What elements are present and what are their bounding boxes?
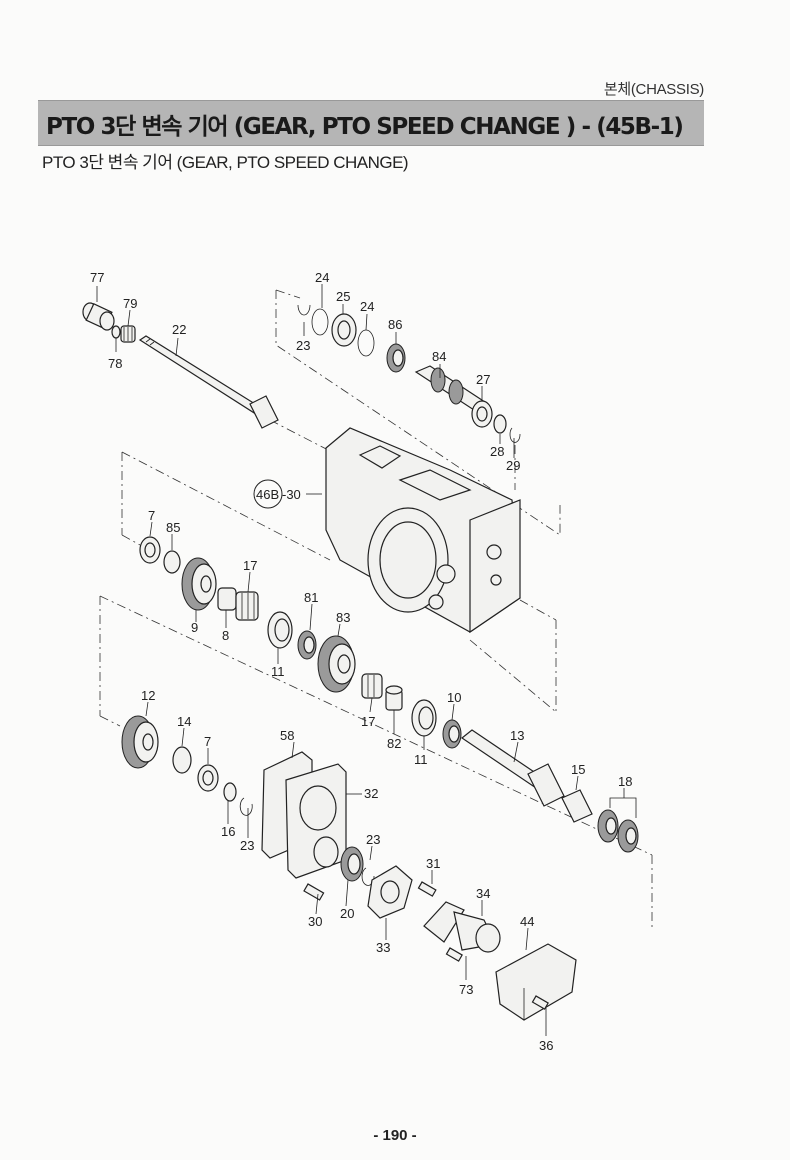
part-9-gear [181,557,217,611]
part-44-guard [495,943,577,1021]
part-79-needle-bearing [120,325,136,343]
part-85-washer [163,550,181,574]
part-17-needle-bearing-b [361,673,383,699]
callout-29: 29 [506,458,520,473]
callout-17-a: 17 [243,558,257,573]
part-73-bolt [445,947,463,962]
callout-83: 83 [336,610,350,625]
part-32-cover [285,763,347,879]
callout-81: 81 [304,590,318,605]
part-13-output-shaft [460,729,565,807]
callout-20: 20 [340,906,354,921]
part-33-plate [367,865,413,919]
callout-10: 10 [447,690,461,705]
part-77-sleeve [82,302,115,331]
callout-7-a: 7 [148,508,155,523]
callout-27: 27 [476,372,490,387]
callout-36: 36 [539,1038,553,1053]
page-subtitle: PTO 3단 변속 기어 (GEAR, PTO SPEED CHANGE) [42,153,409,172]
callout-30: 30 [308,914,322,929]
callout-82: 82 [387,736,401,751]
part-30-bolt [303,883,325,901]
part-18-bearing-pair [597,809,639,853]
part-17-needle-bearing-a [235,591,259,621]
callout-46b: 46B [256,487,279,502]
callout-23-b: 23 [240,838,254,853]
callout-23-a: 23 [296,338,310,353]
part-8-bushing [217,587,237,611]
callout-8: 8 [222,628,229,643]
page-number: - 190 - [373,1127,417,1144]
part-24-snap-ring-b [357,329,375,357]
callout-24-b: 24 [360,299,374,314]
part-78-ring [111,325,121,339]
part-86-small-gear [386,343,406,373]
callout-11-a: 11 [271,664,285,679]
part-82-collar [385,685,403,711]
callout-7-b: 7 [204,734,211,749]
callout-16: 16 [221,824,235,839]
callout-24-a: 24 [315,270,329,285]
callout-86: 86 [388,317,402,332]
callout-14: 14 [177,714,191,729]
part-7-bearing-b [197,764,219,792]
part-25-bearing [331,313,357,347]
part-15-bushing [561,789,593,823]
callout-numbers: 77 79 78 22 24 25 24 23 86 84 27 28 29 4… [90,270,632,1053]
callout-13: 13 [510,728,524,743]
part-12-gear [121,715,159,769]
part-83-gear [317,635,356,693]
part-29-snap-ring [509,427,521,443]
callout-78: 78 [108,356,122,371]
callout-31: 31 [426,856,440,871]
assembly-guide-lines [99,289,653,930]
callout-18: 18 [618,774,632,789]
page-title: PTO 3단 변속 기어 (GEAR, PTO SPEED CHANGE ) -… [46,114,684,140]
callout-32: 32 [364,786,378,801]
part-81-hub [297,630,317,660]
part-46b-reference-circle [253,479,283,509]
leader-lines [96,284,637,1036]
callout-15: 15 [571,762,585,777]
title-bar: PTO 3단 변속 기어 (GEAR, PTO SPEED CHANGE ) -… [38,100,704,146]
part-10-hub [442,719,462,749]
callout-22: 22 [172,322,186,337]
part-14-washer [172,746,192,774]
callout-79: 79 [123,296,137,311]
part-34-pto-cap [423,901,501,953]
section-label: 본체(CHASSIS) [603,81,704,98]
callout-28: 28 [490,444,504,459]
callout-30-housing: -30 [282,487,301,502]
transmission-housing [325,427,521,634]
callout-77: 77 [90,270,104,285]
part-16-washer [223,782,237,802]
part-27-bearing [471,400,493,428]
part-23-snap-ring-top [297,304,311,316]
part-7-bearing-a [139,536,161,564]
callout-85: 85 [166,520,180,535]
callout-25: 25 [336,289,350,304]
part-84-gear-shaft [414,365,490,411]
callout-58: 58 [280,728,294,743]
callout-11-b: 11 [414,752,428,767]
callout-44: 44 [520,914,534,929]
part-31-bolt [417,881,437,897]
part-11-sleeve-a [267,611,293,649]
part-23-snap-ring-mid [239,797,253,816]
callout-9: 9 [191,620,198,635]
part-11-sleeve-b [411,699,437,737]
callout-33: 33 [376,940,390,955]
callout-34: 34 [476,886,490,901]
part-28-washer [493,414,507,434]
part-24-snap-ring [311,308,329,336]
callout-23-c: 23 [366,832,380,847]
callout-17-b: 17 [361,714,375,729]
callout-84: 84 [432,349,446,364]
part-22-shaft [138,335,279,429]
callout-73: 73 [459,982,473,997]
part-20-oil-seal [340,846,364,882]
callout-12: 12 [141,688,155,703]
